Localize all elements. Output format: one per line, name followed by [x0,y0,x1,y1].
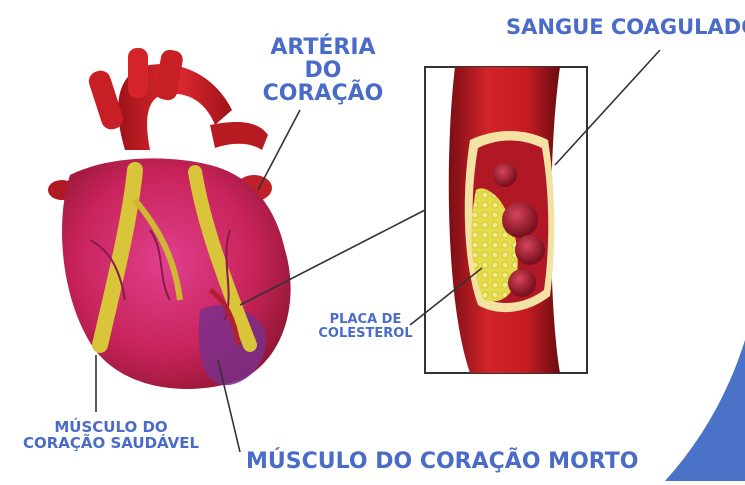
label-heart-artery-line1: ARTÉRIA [248,36,398,59]
label-plaque-line1: PLACA DE [313,313,418,327]
label-clotted-blood: SANGUE COAGULADO [506,16,745,38]
pulmonary-artery [210,122,268,150]
artery-closeup [425,67,587,373]
pointer-artery [258,110,300,190]
corner-accent-shape [665,340,745,481]
label-healthy-muscle: MÚSCULO DO CORAÇÃO SAUDÁVEL [6,420,216,452]
label-healthy-line2: CORAÇÃO SAUDÁVEL [6,436,216,452]
label-heart-artery: ARTÉRIA DO CORAÇÃO [248,36,398,105]
vessel-mid [128,48,148,98]
label-dead-muscle: MÚSCULO DO CORAÇÃO MORTO [246,450,638,473]
label-cholesterol-plaque: PLACA DE COLESTEROL [313,313,418,340]
clot-2 [515,235,545,265]
clot-3 [508,269,536,297]
clot-4 [493,163,517,187]
clot-1 [502,202,538,238]
label-plaque-line2: COLESTEROL [313,327,418,341]
label-heart-artery-line2: DO CORAÇÃO [248,59,398,105]
